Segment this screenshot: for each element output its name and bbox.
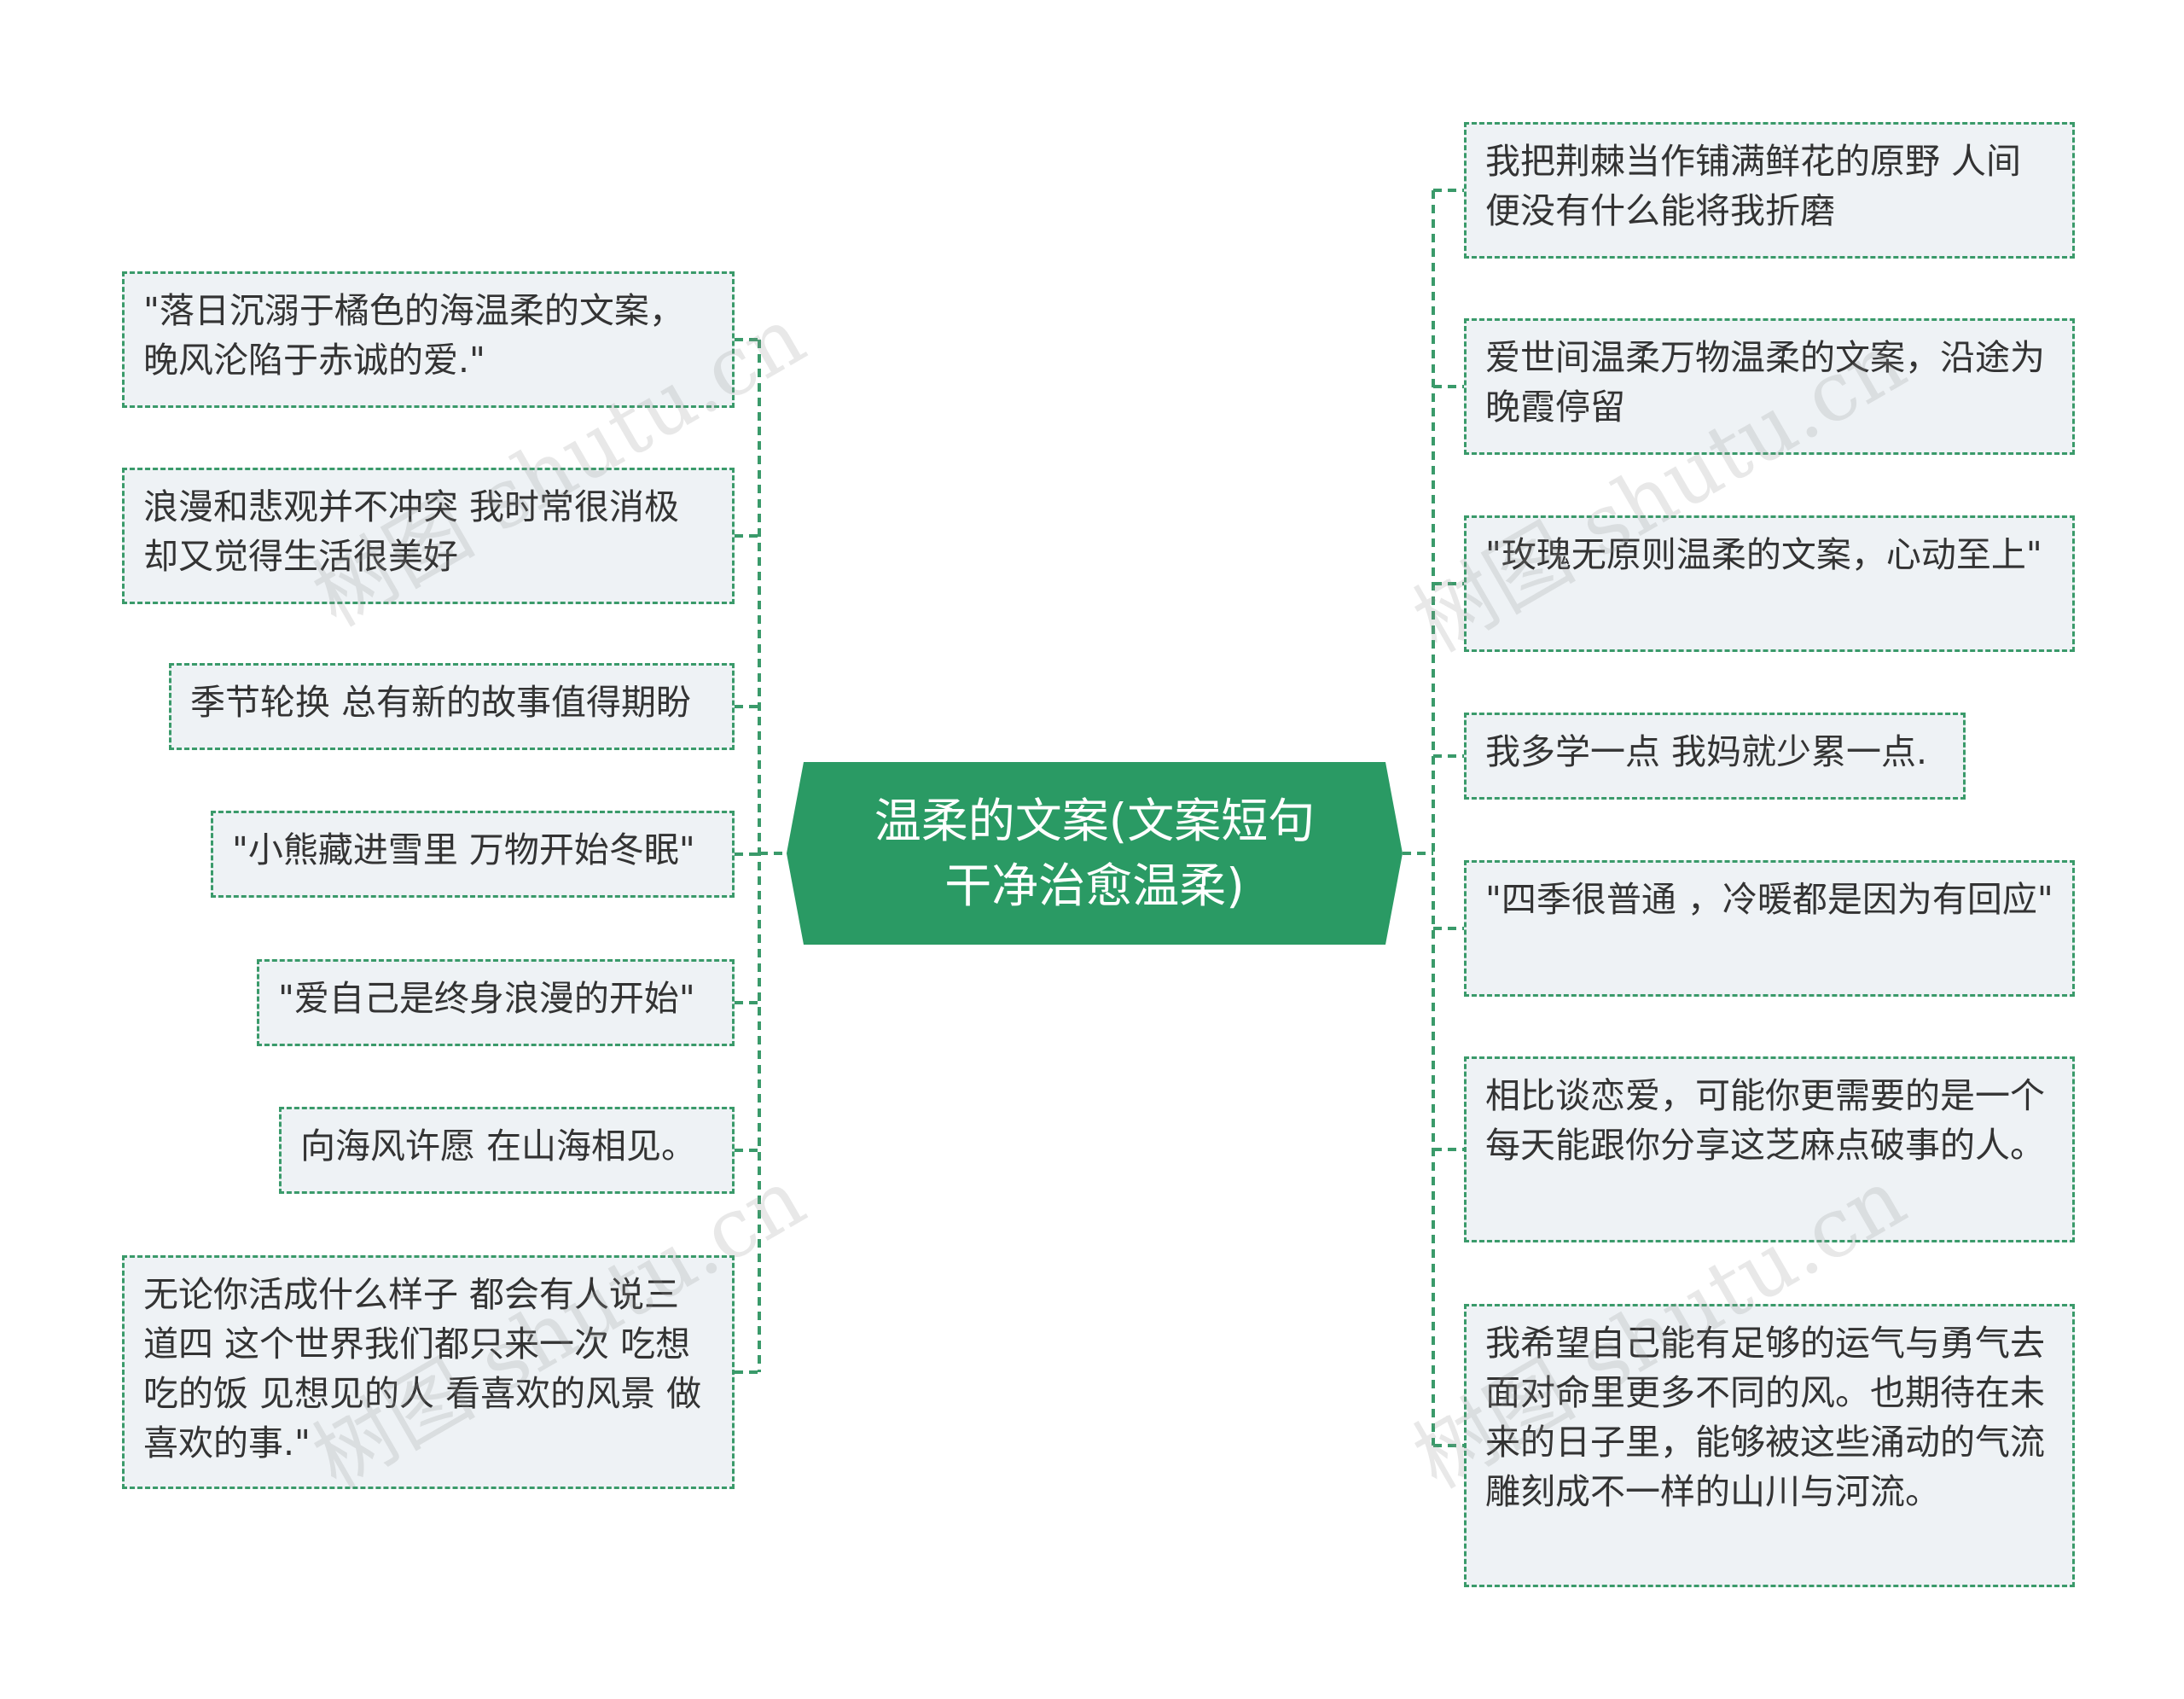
- left-node-5[interactable]: "爱自己是终身浪漫的开始": [257, 959, 735, 1046]
- right-node-6[interactable]: 相比谈恋爱，可能你更需要的是一个每天能跟你分享这芝麻点破事的人。: [1464, 1056, 2075, 1242]
- central-topic-label: 温柔的文案(文案短句干净治愈温柔): [874, 794, 1316, 913]
- left-node-6[interactable]: 向海风许愿 在山海相见。: [279, 1107, 735, 1194]
- right-node-5[interactable]: "四季很普通 ，冷暖都是因为有回应": [1464, 860, 2075, 997]
- central-topic[interactable]: 温柔的文案(文案短句干净治愈温柔): [787, 762, 1403, 945]
- right-node-1[interactable]: 我把荆棘当作铺满鲜花的原野 人间便没有什么能将我折磨: [1464, 122, 2075, 259]
- left-node-7[interactable]: 无论你活成什么样子 都会有人说三道四 这个世界我们都只来一次 吃想吃的饭 见想见…: [122, 1255, 735, 1489]
- left-node-4[interactable]: "小熊藏进雪里 万物开始冬眠": [211, 811, 735, 898]
- left-node-3[interactable]: 季节轮换 总有新的故事值得期盼: [169, 663, 735, 750]
- right-node-4[interactable]: 我多学一点 我妈就少累一点.: [1464, 713, 1966, 800]
- right-node-2[interactable]: 爱世间温柔万物温柔的文案，沿途为晚霞停留: [1464, 318, 2075, 455]
- right-node-3[interactable]: "玫瑰无原则温柔的文案，心动至上": [1464, 515, 2075, 652]
- left-node-2[interactable]: 浪漫和悲观并不冲突 我时常很消极却又觉得生活很美好: [122, 468, 735, 604]
- left-node-1[interactable]: "落日沉溺于橘色的海温柔的文案，晚风沦陷于赤诚的爱.": [122, 271, 735, 408]
- right-node-7[interactable]: 我希望自己能有足够的运气与勇气去面对命里更多不同的风。也期待在未来的日子里，能够…: [1464, 1304, 2075, 1587]
